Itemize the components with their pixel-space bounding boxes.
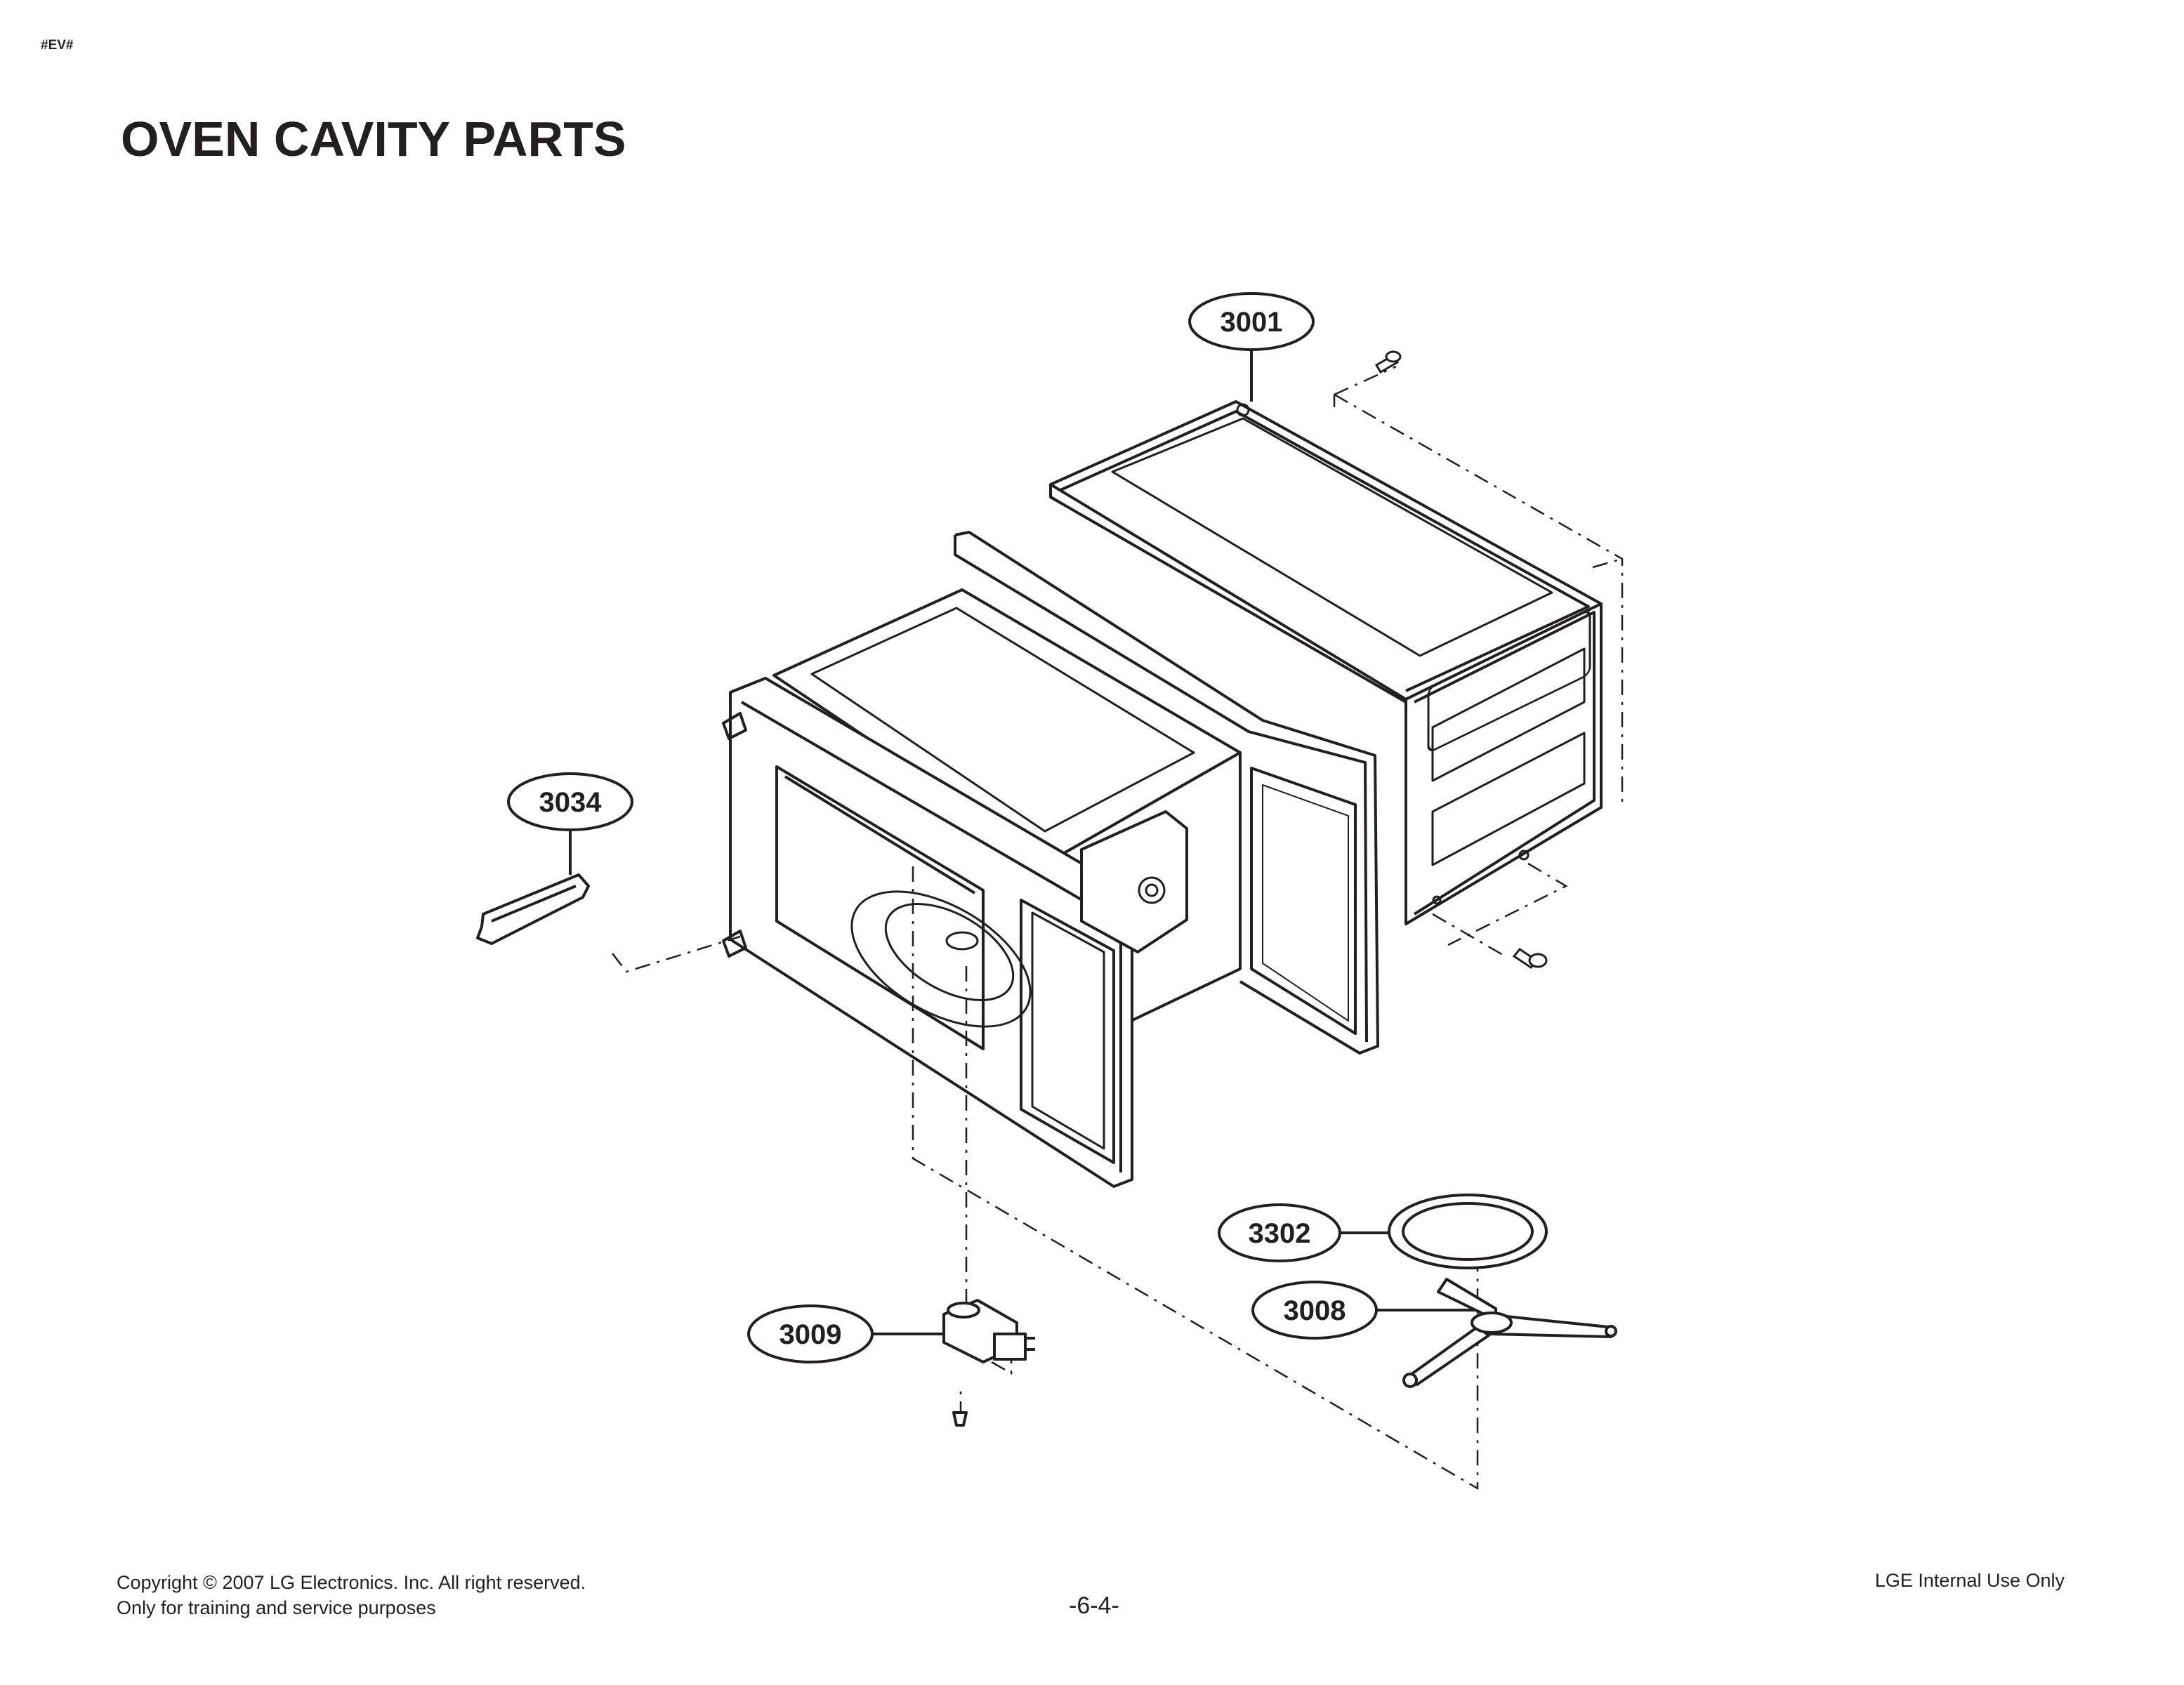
callout-3034: 3034 — [507, 772, 633, 875]
inner-cavity — [722, 531, 1379, 1188]
outer-case — [1049, 400, 1603, 925]
footer-purpose: Only for training and service purposes — [117, 1597, 436, 1618]
page-number: -6-4- — [1069, 1592, 1119, 1619]
callout-label-3001: 3001 — [1221, 307, 1283, 338]
footer-left: Copyright © 2007 LG Electronics. Inc. Al… — [117, 1570, 586, 1620]
screw-right — [1512, 947, 1548, 970]
roller-guide-part — [1402, 1278, 1617, 1388]
lamp-cover-part — [476, 873, 590, 945]
footer-copyright: Copyright © 2007 LG Electronics. Inc. Al… — [117, 1572, 586, 1593]
callout-3008: 3008 — [1251, 1281, 1475, 1340]
callout-3302: 3302 — [1218, 1203, 1390, 1262]
page-title: OVEN CAVITY PARTS — [121, 112, 626, 166]
turntable-motor-part — [942, 1299, 1035, 1427]
screw-top — [1374, 350, 1402, 374]
callout-label-3034: 3034 — [539, 787, 603, 818]
callout-3001: 3001 — [1188, 292, 1315, 402]
page-tag: #EV# — [41, 38, 74, 53]
footer-internal: LGE Internal Use Only — [1874, 1570, 2065, 1591]
callout-3009: 3009 — [747, 1304, 944, 1363]
callout-label-3302: 3302 — [1249, 1218, 1311, 1249]
turntable-tray-part — [1388, 1194, 1548, 1269]
case-dashed-guides — [1333, 365, 1624, 956]
callout-label-3008: 3008 — [1284, 1295, 1346, 1326]
callout-label-3009: 3009 — [779, 1319, 842, 1350]
